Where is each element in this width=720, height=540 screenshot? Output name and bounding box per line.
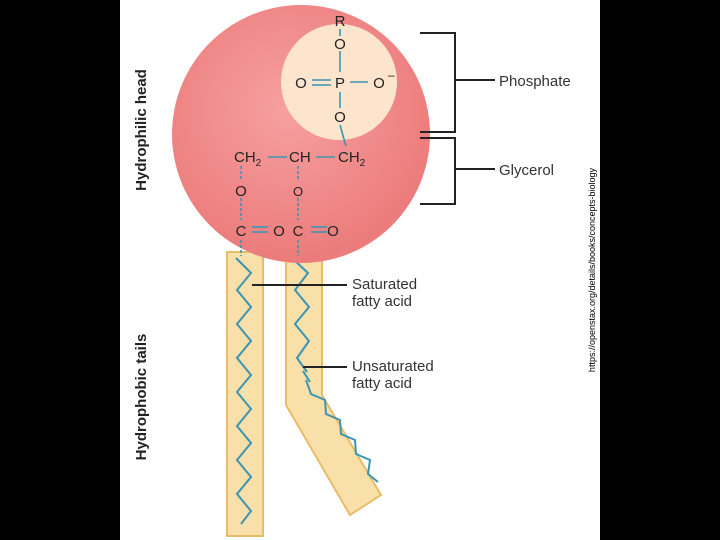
atom-c-right: C (293, 223, 304, 240)
atom-o-right: O (373, 75, 385, 92)
double-bond (302, 370, 311, 383)
atom-ch2-right: CH2 (338, 149, 366, 169)
atoms: R O P O O – O CH2 CH CH2 O O C O C O (234, 13, 395, 240)
atom-ch-mid: CH (289, 149, 311, 166)
atom-o-right-charge: – (388, 68, 395, 82)
atom-o-top: O (334, 36, 346, 53)
source-credit: https://openstax.org/details/books/conce… (587, 167, 597, 373)
atom-ch2-left: CH2 (234, 149, 262, 169)
atom-o-ester-right: O (293, 184, 303, 199)
labels: Phosphate Glycerol Saturated fatty acid … (133, 69, 571, 460)
fatty-acid-tails (226, 251, 383, 537)
saturated-label-line1: Saturated (352, 276, 417, 293)
glycerol-label: Glycerol (499, 162, 554, 179)
unsaturated-label-line1: Unsaturated (352, 358, 434, 375)
atom-o-carbonyl-left: O (273, 223, 285, 240)
bonds (240, 29, 368, 256)
brackets (252, 32, 495, 368)
atom-o-left: O (295, 75, 307, 92)
phosphate-bracket (420, 32, 456, 133)
phosphate-circle (281, 24, 397, 140)
glycerol-bracket (420, 137, 456, 205)
hydrophilic-head (172, 5, 430, 263)
unsaturated-chain-upper (291, 257, 311, 373)
saturated-chain (235, 257, 253, 525)
hydrophobic-tails-label: Hydrophobic tails (133, 334, 150, 461)
atom-o-carbonyl-right: O (327, 223, 339, 240)
unsaturated-chain-lower (305, 379, 379, 483)
saturated-label-line2: fatty acid (352, 293, 412, 310)
atom-c-left: C (236, 223, 247, 240)
phosphate-label: Phosphate (499, 73, 571, 90)
atom-p: P (335, 75, 345, 92)
atom-o-bottom: O (334, 109, 346, 126)
unsaturated-label-line2: fatty acid (352, 375, 412, 392)
saturated-tail (226, 251, 264, 537)
atom-o-ester-left: O (235, 183, 247, 200)
hydrophilic-head-label: Hydrophilic head (133, 69, 150, 191)
atom-r: R (335, 13, 346, 30)
